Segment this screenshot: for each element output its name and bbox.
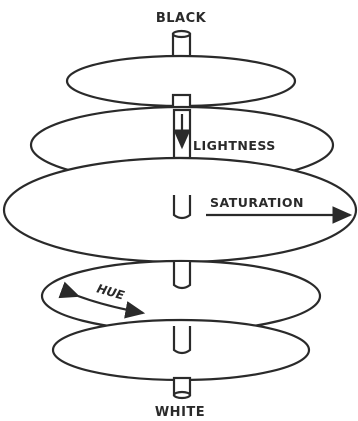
axis-shaft-segment-2 <box>174 110 190 158</box>
label-black: BLACK <box>156 11 207 26</box>
axis-shaft-segment-7 <box>174 326 190 353</box>
label-white: WHITE <box>155 405 205 420</box>
axis-shaft-segment-3 <box>174 195 190 218</box>
label-lightness: LIGHTNESS <box>193 138 276 153</box>
label-saturation: SATURATION <box>210 195 304 210</box>
axis-shaft-segment-5 <box>174 262 190 288</box>
axis-shaft-bottom <box>174 378 190 398</box>
